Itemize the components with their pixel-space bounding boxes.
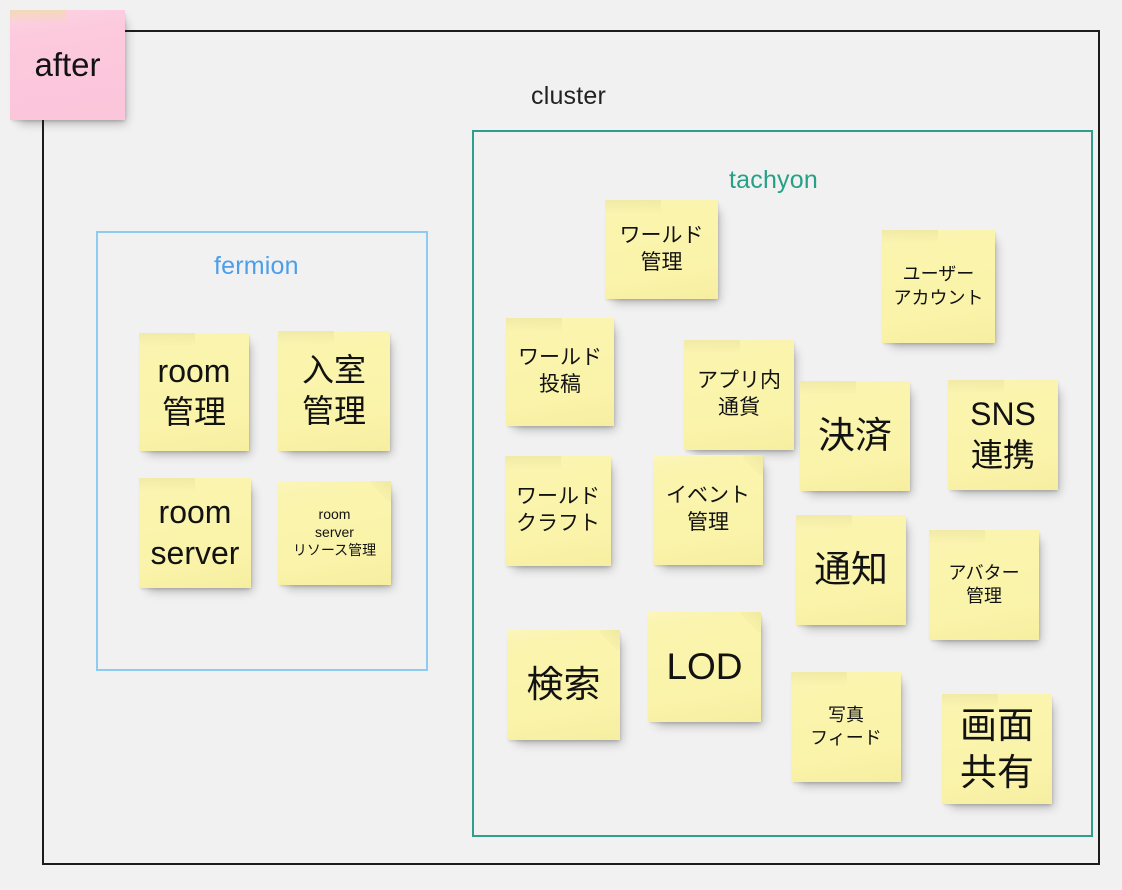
sticky-note[interactable]: 決済 <box>800 381 910 491</box>
sticky-note[interactable]: room server リソース管理 <box>278 481 391 585</box>
sticky-note[interactable]: アバター 管理 <box>929 530 1039 640</box>
group-box-tachyon <box>472 130 1093 837</box>
sticky-note[interactable]: イベント 管理 <box>653 455 763 565</box>
sticky-note[interactable]: 写真 フィード <box>791 672 901 782</box>
sticky-note[interactable]: ワールド 管理 <box>605 200 718 299</box>
group-box-fermion <box>96 231 428 671</box>
sticky-note-after[interactable]: after <box>10 10 125 120</box>
sticky-note[interactable]: LOD <box>648 612 761 722</box>
sticky-note[interactable]: 画面 共有 <box>942 694 1052 804</box>
fermion-label: fermion <box>214 252 299 280</box>
sticky-note[interactable]: ユーザー アカウント <box>882 230 995 343</box>
sticky-note[interactable]: ワールド 投稿 <box>506 318 614 426</box>
sticky-note[interactable]: SNS 連携 <box>948 380 1058 490</box>
tachyon-label: tachyon <box>729 166 818 194</box>
sticky-note[interactable]: アプリ内 通貨 <box>684 340 794 450</box>
sticky-note[interactable]: 入室 管理 <box>278 331 390 451</box>
sticky-note[interactable]: 検索 <box>507 630 620 740</box>
cluster-label: cluster <box>531 82 607 110</box>
sticky-note[interactable]: ワールド クラフト <box>505 456 611 566</box>
sticky-note[interactable]: room 管理 <box>139 333 249 451</box>
sticky-note[interactable]: room server <box>139 478 251 588</box>
sticky-note[interactable]: 通知 <box>796 515 906 625</box>
outer-frame <box>42 30 1100 865</box>
